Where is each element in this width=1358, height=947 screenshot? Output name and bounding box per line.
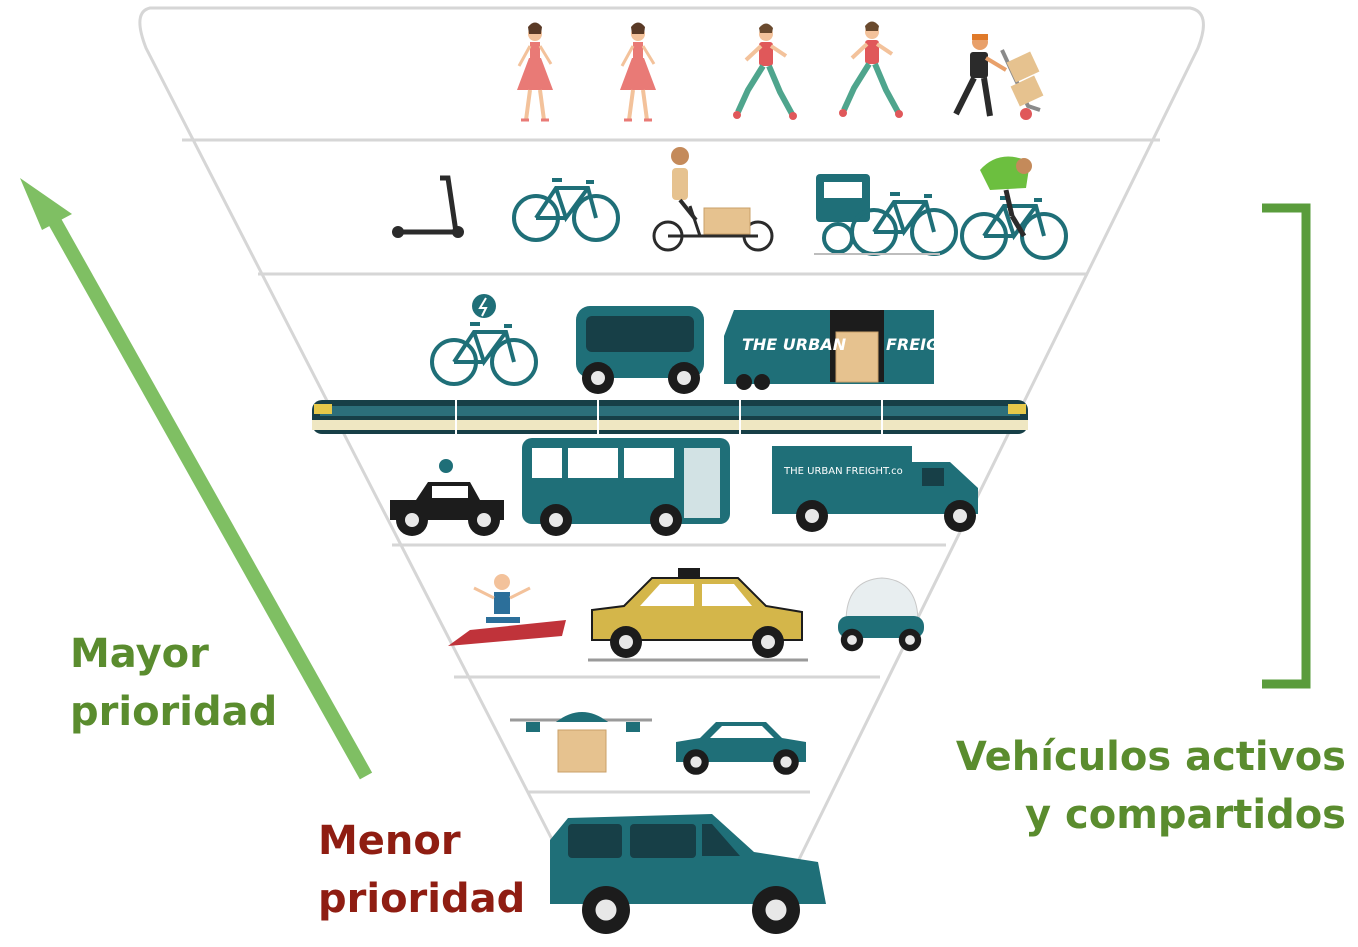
cargo-van-icon: THE URBAN FREIGH — [724, 310, 953, 390]
low-priority-line1: Menor — [318, 818, 461, 864]
train-icon — [312, 400, 1028, 434]
city-bus-icon — [522, 438, 730, 536]
high-priority-line2: prioridad — [70, 689, 278, 735]
flying-carpet-icon — [448, 574, 566, 646]
e-bike-icon — [430, 294, 538, 386]
tier-5-taxis — [448, 568, 924, 662]
tier-1-pedestrians — [515, 22, 1044, 121]
tier-7-private-car — [550, 814, 826, 934]
arrow-head-icon — [20, 178, 72, 230]
suv-icon — [550, 814, 826, 934]
hand-truck-courier-icon — [953, 34, 1044, 120]
cargo-tricycle-icon — [814, 174, 958, 256]
box-truck-icon: THE URBAN FREIGHT.co — [772, 446, 978, 532]
low-priority-label: Menor prioridad — [318, 812, 525, 928]
taxi-icon — [588, 568, 808, 662]
priority-arrow — [20, 178, 373, 780]
tier-4-buses-trucks: THE URBAN FREIGHT.co — [390, 438, 978, 536]
van-brand-text-2: FREIGH — [886, 335, 953, 354]
tier-3-shared-transit: THE URBAN FREIGH — [312, 294, 1028, 434]
bubble-car-icon — [838, 577, 924, 652]
truck-brand-text: THE URBAN FREIGHT.co — [783, 466, 903, 477]
delivery-cyclist-icon — [960, 156, 1068, 260]
high-priority-line1: Mayor — [70, 631, 209, 677]
autonomous-shuttle-icon — [576, 306, 704, 394]
sedan-icon — [676, 722, 806, 775]
tier-6-drone-sedan — [510, 712, 806, 775]
low-priority-line2: prioridad — [318, 876, 526, 922]
delivery-drone-icon — [510, 712, 652, 773]
ride-hail-car-icon — [390, 459, 504, 536]
tier-2-micromobility — [392, 147, 1068, 260]
shared-vehicles-line1: Vehículos activos — [955, 734, 1346, 780]
high-priority-label: Mayor prioridad — [70, 625, 277, 741]
cargo-bike-icon — [652, 147, 774, 252]
van-brand-text: THE URBAN — [742, 335, 847, 354]
shared-vehicles-bracket — [1262, 203, 1311, 689]
shared-vehicles-label: Vehículos activos y compartidos — [956, 728, 1346, 844]
kick-scooter-icon — [392, 175, 464, 238]
shared-vehicles-line2: y compartidos — [1025, 792, 1346, 838]
